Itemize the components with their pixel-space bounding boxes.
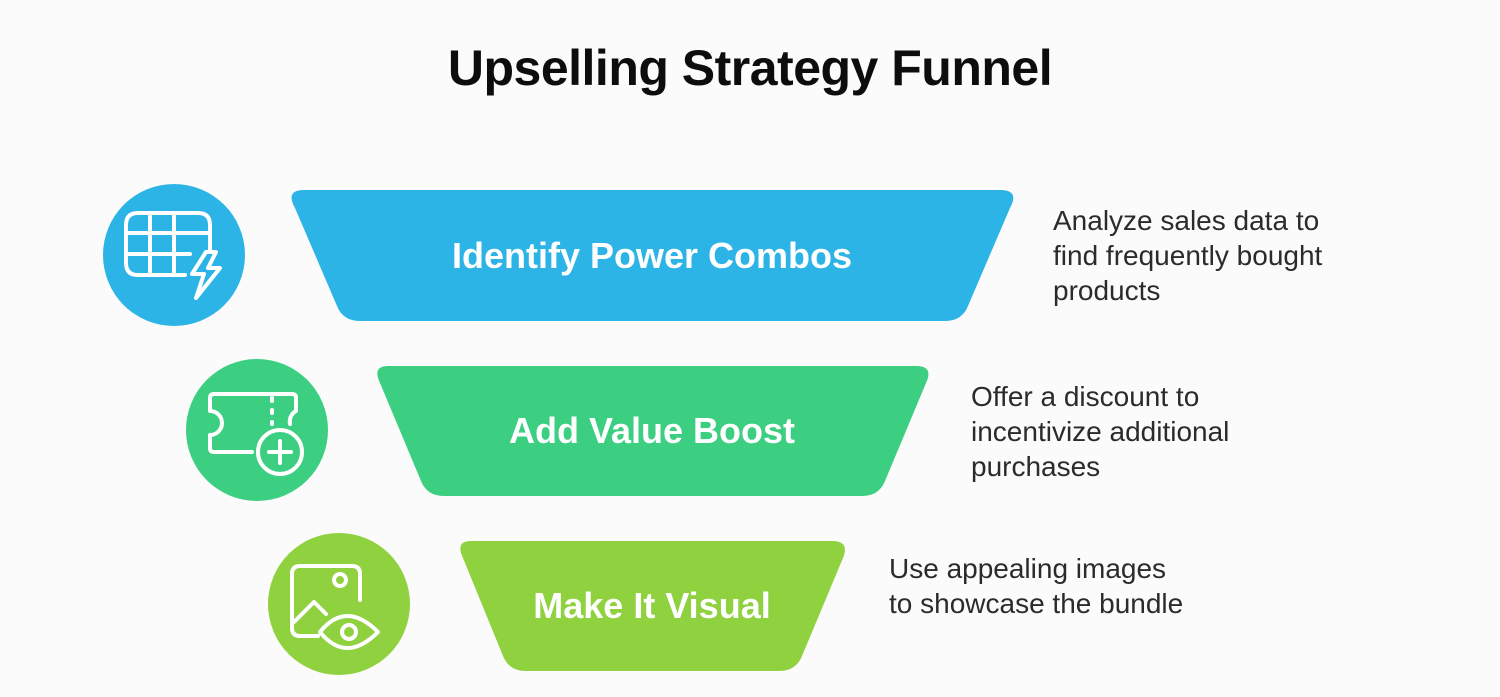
funnel-label-1: Identify Power Combos [452, 235, 852, 276]
description-line: to showcase the bundle [889, 588, 1183, 619]
funnel-label-3: Make It Visual [533, 585, 770, 626]
funnel-band-3 [460, 541, 845, 671]
table-lightning-icon [124, 211, 222, 300]
funnel-stage-1: Identify Power Combos Analyze sales data… [103, 184, 1323, 326]
stage-description-3: Use appealing images to showcase the bund… [889, 553, 1183, 619]
description-line: purchases [971, 451, 1100, 482]
ticket-plus-icon [208, 392, 304, 476]
funnel-stage-2: Add Value Boost Offer a discount to incen… [186, 359, 1229, 501]
description-line: products [1053, 275, 1160, 306]
funnel-band-2 [377, 366, 929, 496]
stage-description-2: Offer a discount to incentivize additiona… [971, 381, 1229, 482]
page-title: Upselling Strategy Funnel [447, 40, 1053, 96]
description-line: Use appealing images [889, 553, 1166, 584]
funnel-band-1 [291, 190, 1014, 321]
stage-description-1: Analyze sales data to find frequently bou… [1053, 205, 1323, 306]
description-line: Offer a discount to [971, 381, 1199, 412]
funnel-label-2: Add Value Boost [509, 410, 795, 451]
icon-circle-3 [268, 533, 410, 675]
funnel-stage-3: Make It Visual Use appealing images to sh… [268, 533, 1183, 675]
description-line: find frequently bought [1053, 240, 1323, 271]
image-eye-icon [290, 564, 380, 650]
description-line: incentivize additional [971, 416, 1229, 447]
description-line: Analyze sales data to [1053, 205, 1319, 236]
icon-circle-2 [186, 359, 328, 501]
